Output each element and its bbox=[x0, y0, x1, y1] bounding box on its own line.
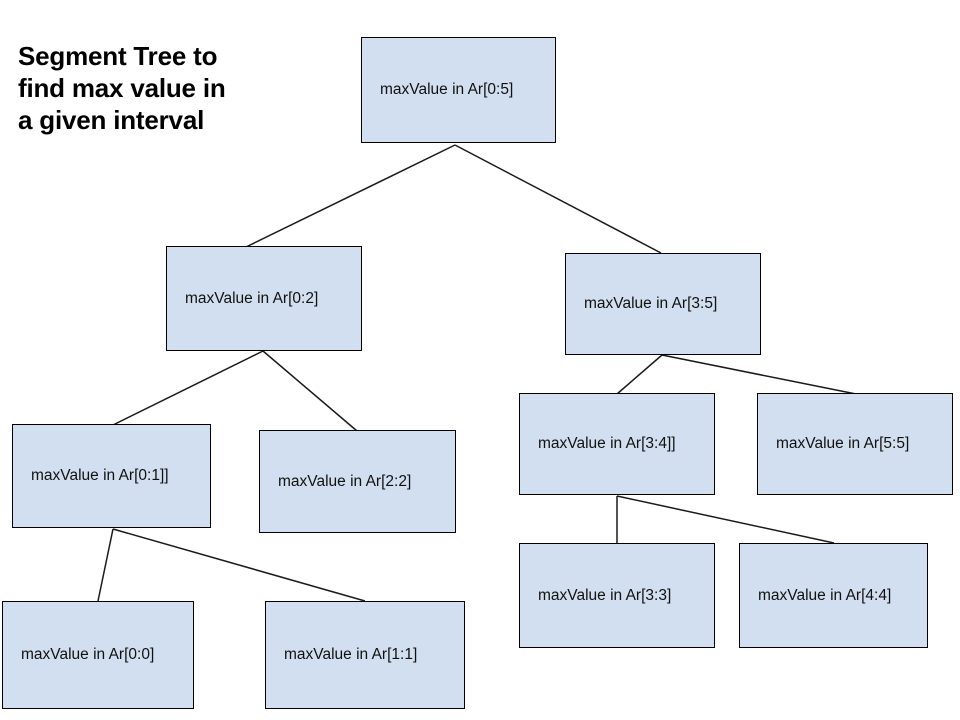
tree-node-label: maxValue in Ar[0:5] bbox=[380, 81, 514, 98]
tree-edge-root-n02 bbox=[245, 144, 456, 248]
tree-node-label: maxValue in Ar[3:5] bbox=[584, 295, 718, 312]
tree-node-n01[interactable]: maxValue in Ar[0:1]] bbox=[12, 424, 211, 528]
tree-node-label: maxValue in Ar[3:3] bbox=[538, 586, 672, 604]
tree-edge-n01-n00 bbox=[97, 528, 114, 602]
tree-node-root[interactable]: maxValue in Ar[0:5] bbox=[361, 37, 556, 143]
tree-node-label: maxValue in Ar[3:4]] bbox=[538, 435, 676, 452]
tree-edge-n02-n01 bbox=[112, 350, 264, 426]
tree-node-n33[interactable]: maxValue in Ar[3:3] bbox=[519, 543, 715, 648]
tree-node-label: maxValue in Ar[5:5] bbox=[776, 435, 910, 452]
tree-node-n35[interactable]: maxValue in Ar[3:5] bbox=[565, 253, 761, 355]
tree-node-label: maxValue in Ar[2:2] bbox=[278, 472, 412, 490]
diagram-title: Segment Tree to find max value in a give… bbox=[18, 41, 226, 135]
tree-node-label: maxValue in Ar[4:4] bbox=[758, 586, 892, 604]
tree-node-n00[interactable]: maxValue in Ar[0:0] bbox=[2, 601, 194, 709]
tree-edge-root-n35 bbox=[454, 144, 662, 254]
tree-node-n55[interactable]: maxValue in Ar[5:5] bbox=[757, 393, 953, 495]
tree-node-n02[interactable]: maxValue in Ar[0:2] bbox=[166, 246, 362, 351]
tree-edge-n02-n22 bbox=[262, 350, 358, 432]
tree-node-n44[interactable]: maxValue in Ar[4:4] bbox=[739, 543, 928, 648]
tree-edge-n01-n11 bbox=[112, 528, 366, 602]
tree-node-label: maxValue in Ar[0:2] bbox=[185, 289, 319, 307]
tree-node-n11[interactable]: maxValue in Ar[1:1] bbox=[265, 601, 465, 709]
tree-node-n34[interactable]: maxValue in Ar[3:4]] bbox=[519, 393, 715, 495]
tree-node-label: maxValue in Ar[1:1] bbox=[284, 646, 418, 663]
tree-edge-n35-n55 bbox=[661, 354, 857, 395]
tree-node-label: maxValue in Ar[0:1]] bbox=[31, 467, 169, 484]
tree-node-n22[interactable]: maxValue in Ar[2:2] bbox=[259, 430, 456, 533]
tree-edge-n35-n34 bbox=[616, 354, 663, 395]
tree-node-label: maxValue in Ar[0:0] bbox=[21, 646, 155, 663]
tree-edge-n34-n44 bbox=[616, 495, 835, 544]
